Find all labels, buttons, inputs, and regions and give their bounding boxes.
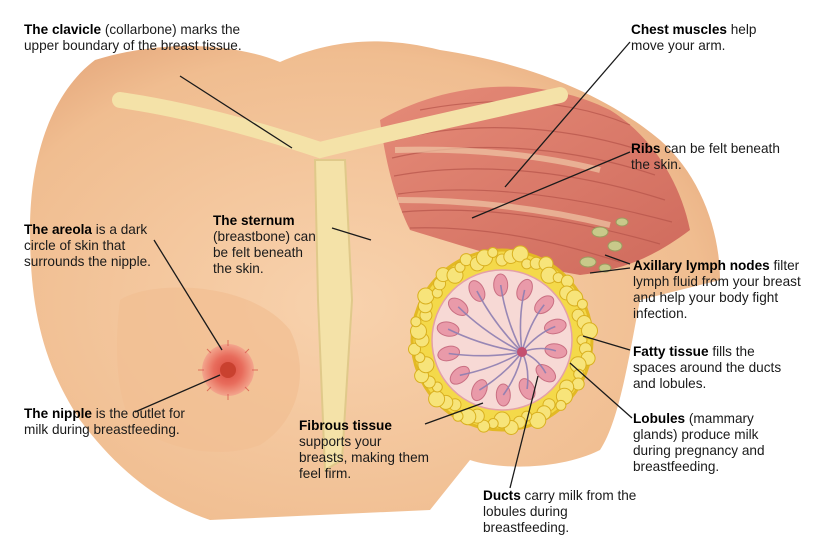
label-fatty-tissue: Fatty tissue fills the spaces around the… — [633, 344, 783, 392]
label-nipple: The nipple is the outlet for milk during… — [24, 406, 194, 438]
label-ribs: Ribs can be felt beneath the skin. — [631, 141, 786, 173]
label-sternum: The sternum (breastbone) can be felt ben… — [213, 213, 323, 277]
nipple — [220, 362, 236, 378]
label-fibrous-tissue: Fibrous tissue supports your breasts, ma… — [299, 418, 431, 482]
label-areola: The areola is a dark circle of skin that… — [24, 222, 164, 270]
label-axillary-lymph-nodes: Axillary lymph nodes filter lymph fluid … — [633, 258, 823, 322]
label-chest-muscles: Chest muscles help move your arm. — [631, 22, 781, 54]
label-ducts: Ducts carry milk from the lobules during… — [483, 488, 653, 536]
label-lobules: Lobules (mammary glands) produce milk du… — [633, 411, 793, 475]
label-clavicle: The clavicle (collarbone) marks the uppe… — [24, 22, 254, 54]
